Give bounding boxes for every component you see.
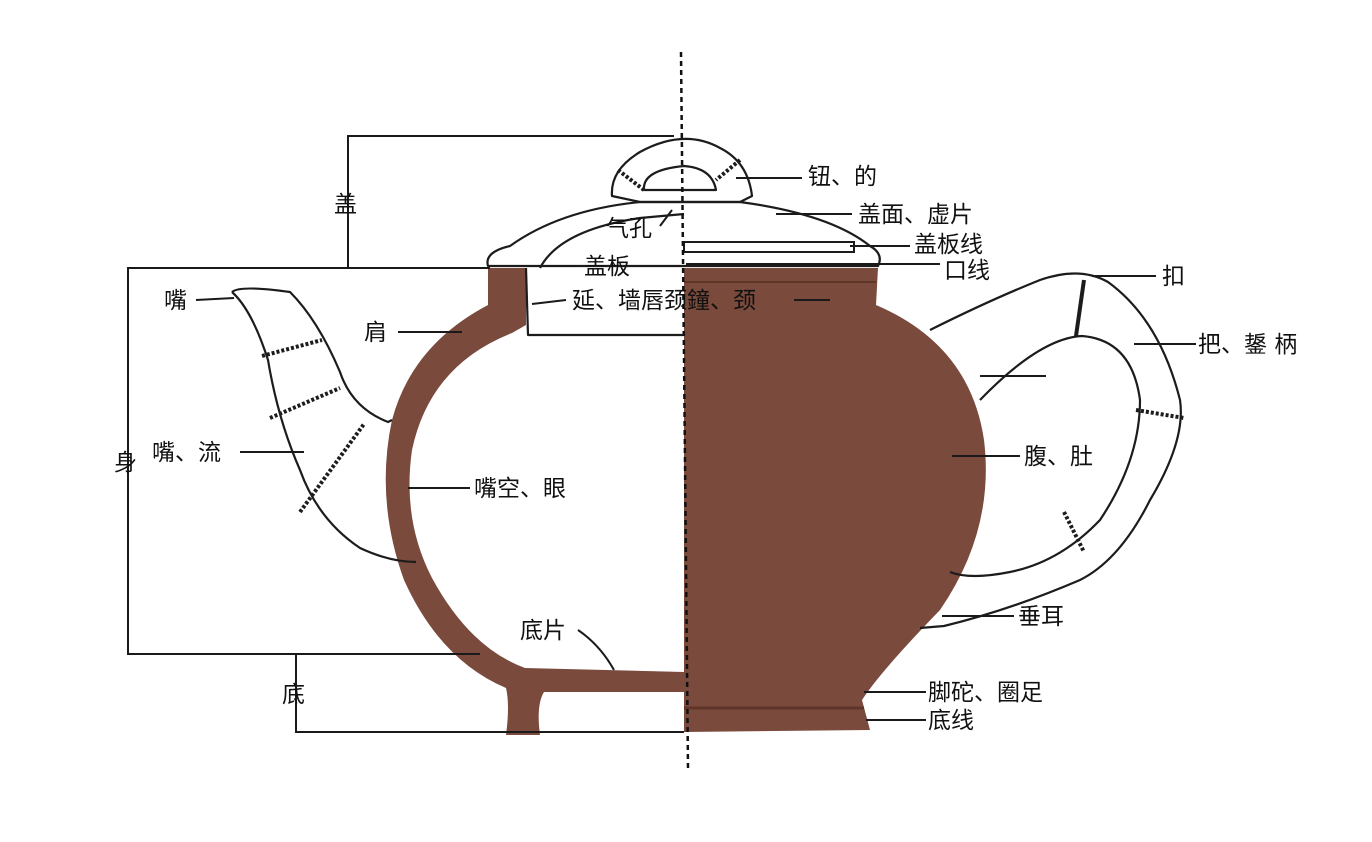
bracket-gai [347,135,674,268]
label-gaimian: 盖面、虚片 [858,202,973,228]
label-niu: 钮、的 [808,164,877,190]
spout-ring-2 [269,386,341,420]
label-yan: 延、墙唇 [572,288,664,314]
label-kouxian: 口线 [944,258,990,284]
handle-ring-bottom [1062,511,1086,553]
body-solid [684,268,986,732]
handle-ring-right [1135,408,1185,420]
label-zuiliu: 嘴、流 [152,440,221,466]
center-axis [679,51,690,769]
bracket-di [295,654,684,733]
lid-rim-line [683,241,855,253]
label-gai: 盖 [334,192,357,218]
spout-ring-1 [261,338,323,358]
knob-ridge-right [714,158,742,182]
label-chuier: 垂耳 [1018,604,1064,630]
leader-yan [531,299,567,305]
handle-outer [919,272,1182,630]
spout-outline [231,287,417,564]
label-di: 底 [282,682,305,708]
label-fu: 腹、肚 [1024,444,1093,470]
label-dipian: 底片 [520,618,566,644]
label-qikong: 气孔 [606,216,652,242]
leader-dipian [577,629,615,671]
label-zuikong: 嘴空、眼 [474,476,566,502]
label-shen: 身 [114,450,137,476]
knob-center [642,164,718,192]
label-ba: 把、鋬 柄 [1198,332,1297,358]
bracket-shen [127,267,490,655]
label-gaibanxian: 盖板线 [914,232,983,258]
spout-ring-3 [298,422,366,514]
handle-ring-top [1074,279,1086,337]
section-wall [385,268,684,735]
leader-qikong [659,209,673,227]
lid-inner-curve [539,212,685,269]
label-jian: 肩 [364,320,387,346]
knob-ridge-left [616,168,646,192]
label-jiaotuo: 脚砣、圈足 [928,680,1043,706]
label-jing: 颈鐘、颈 [664,288,756,314]
label-kou: 扣 [1162,264,1185,290]
leader-zui [195,297,235,301]
label-gaiban: 盖板 [584,254,630,280]
lid-inner [524,267,684,337]
handle-inner [949,334,1142,578]
label-zui: 嘴 [164,288,187,314]
label-dixian: 底线 [928,708,974,734]
knob-outline [610,137,754,204]
